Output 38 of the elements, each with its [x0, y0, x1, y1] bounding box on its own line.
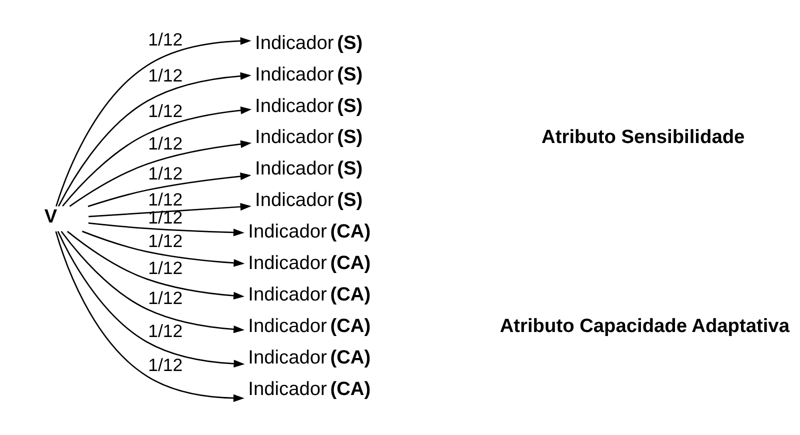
arrow: [55, 231, 244, 402]
node-text: Indicador (CA): [248, 347, 371, 368]
node-text: Indicador (S): [255, 158, 363, 180]
arrow: [88, 222, 244, 236]
arrow: [58, 72, 252, 207]
arrow: [88, 202, 252, 218]
arrow: [60, 230, 245, 334]
edge-label: 1/12: [148, 190, 183, 210]
edge-label: 1/12: [148, 100, 183, 121]
edge-label: 1/12: [148, 164, 183, 184]
arrow: [82, 230, 245, 267]
edge-label: 1/12: [148, 30, 183, 50]
arrow: [67, 230, 244, 300]
arrow: [57, 231, 245, 368]
node-text: Indicador (S): [255, 64, 363, 86]
node-text: V: [44, 206, 58, 228]
edge-label: 1/12: [148, 134, 183, 154]
label: Atributo Sensibilidade: [542, 127, 745, 148]
edge-label: 1/12: [148, 230, 183, 251]
node-text: Indicador (S): [255, 190, 363, 212]
node-text: Indicador (CA): [248, 378, 371, 400]
arrow: [69, 140, 252, 207]
arrow: [88, 172, 252, 208]
edge-label: 1/12: [148, 288, 183, 308]
node-text: Indicador (S): [255, 96, 363, 117]
node-text: Indicador (CA): [248, 253, 371, 274]
node-text: Indicador (CA): [248, 316, 371, 337]
edge-label: 1/12: [148, 65, 183, 86]
arrow: [56, 37, 252, 207]
arrow: [62, 106, 252, 206]
node-text: Indicador (S): [255, 127, 363, 148]
edge-label: 1/12: [148, 321, 183, 342]
node-text: Indicador (CA): [248, 284, 371, 306]
node-text: Indicador (CA): [248, 222, 371, 243]
edge-label: 1/12: [148, 355, 183, 376]
label: Atributo Capacidade Adaptativa: [500, 316, 790, 337]
edge-label: 1/12: [148, 258, 183, 278]
node-text: Indicador (S): [255, 32, 363, 54]
